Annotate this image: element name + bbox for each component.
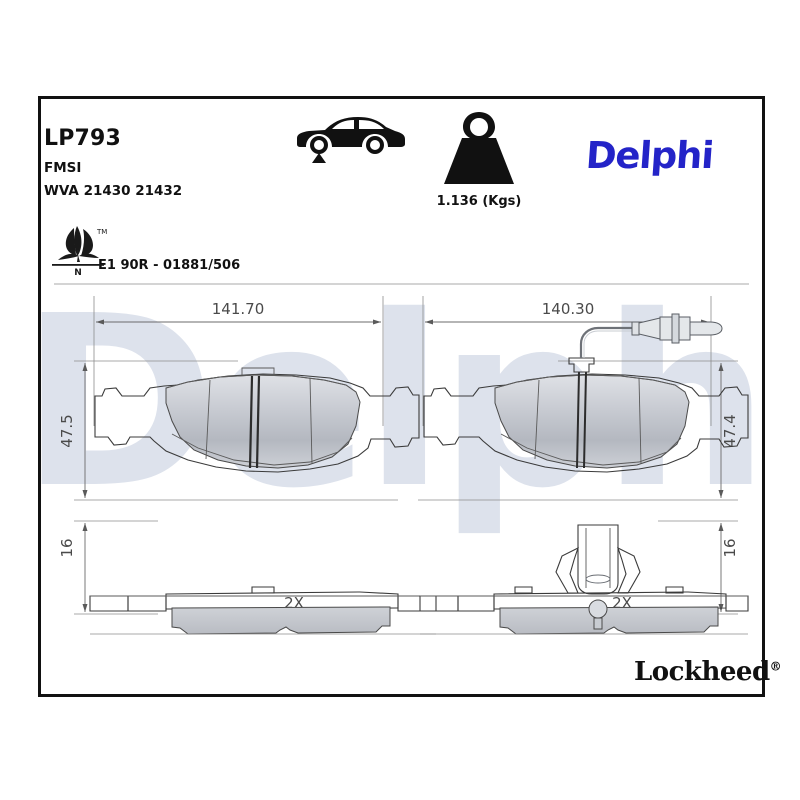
right-slot-line-2 bbox=[638, 377, 642, 465]
left-section-ear-right bbox=[397, 595, 437, 612]
homologation-code: E1 90R - 01881/506 bbox=[98, 258, 241, 273]
right-section-plate-main bbox=[493, 591, 727, 610]
left-pad-section-view bbox=[89, 586, 437, 635]
clip-dimple bbox=[585, 574, 611, 584]
eco-leaf-icon: N TM bbox=[50, 224, 108, 280]
left-top-notch bbox=[241, 367, 275, 375]
right-pad-view: 140.30 47.4 bbox=[418, 296, 749, 614]
left-section-plate-main bbox=[165, 591, 399, 610]
right-length-value: 140.30 bbox=[542, 300, 595, 318]
eco-trademark-mark: TM bbox=[96, 228, 107, 236]
left-center-slot-b bbox=[255, 375, 261, 469]
sensor-connector-ring bbox=[671, 313, 680, 344]
anti-rattle-spring-clip bbox=[555, 524, 641, 595]
lockheed-logo: Lockheed® bbox=[634, 657, 782, 687]
left-pad-bottom-chamfer bbox=[171, 433, 353, 466]
left-pad-view: 141.70 47.5 2X bbox=[58, 296, 420, 614]
left-thickness-value: 16 bbox=[58, 538, 76, 557]
right-thickness-dimension: 16 bbox=[658, 520, 739, 615]
left-thickness-dimension: 16 bbox=[58, 520, 158, 615]
right-sensor-channel-a bbox=[576, 371, 580, 469]
right-section-sensor-stem bbox=[593, 617, 603, 630]
lockheed-wordmark: Lockheed bbox=[634, 657, 770, 687]
weight-kettlebell-icon bbox=[438, 110, 520, 194]
left-slot-line-1 bbox=[205, 379, 211, 460]
right-pad-bottom-chamfer bbox=[500, 433, 682, 466]
right-section-ear-left bbox=[457, 595, 495, 612]
sensor-connector-tip bbox=[689, 321, 723, 336]
fmsi-label: FMSI bbox=[44, 160, 82, 176]
sensor-connector-taper bbox=[638, 317, 661, 340]
right-height-value: 47.4 bbox=[721, 414, 739, 447]
technical-drawing: 141.70 47.5 2X bbox=[54, 283, 749, 635]
left-length-value: 141.70 bbox=[212, 300, 265, 318]
left-section-friction-material bbox=[171, 606, 391, 635]
right-pad-section-view bbox=[419, 524, 749, 635]
part-number: LP793 bbox=[44, 126, 122, 151]
right-section-friction-material bbox=[499, 606, 719, 635]
left-pad-backing-plate bbox=[94, 373, 420, 473]
registered-mark: ® bbox=[769, 659, 782, 674]
right-section-ear-right bbox=[725, 595, 749, 612]
right-pad-backing-plate bbox=[423, 373, 749, 473]
left-section-backing-plate bbox=[89, 595, 129, 612]
wear-sensor-cable bbox=[579, 326, 632, 358]
right-friction-material bbox=[494, 374, 690, 469]
left-slot-line-2 bbox=[309, 377, 313, 465]
car-side-front-axle-icon bbox=[292, 112, 408, 168]
weight-value: 1.136 (Kgs) bbox=[436, 194, 522, 209]
right-slot-line-1 bbox=[534, 379, 540, 460]
right-section-tab-right bbox=[665, 586, 684, 594]
drawing-frame-border bbox=[38, 96, 765, 697]
left-section-ear-left bbox=[127, 595, 167, 612]
left-pad-top-chamfer bbox=[165, 374, 357, 393]
delphi-logo: Delphi bbox=[584, 134, 715, 177]
wear-sensor-cable-highlight bbox=[583, 330, 632, 358]
right-sensor-channel-b bbox=[583, 371, 587, 469]
left-height-value: 47.5 bbox=[58, 414, 76, 447]
clip-arm-right bbox=[617, 546, 641, 594]
clip-body bbox=[577, 524, 619, 595]
left-section-top-tab bbox=[251, 586, 275, 594]
eco-letter-n: N bbox=[74, 268, 82, 276]
sensor-cable-crimp bbox=[631, 321, 640, 336]
right-thickness-value: 16 bbox=[721, 538, 739, 557]
right-section-backing-far-left bbox=[419, 595, 459, 612]
left-friction-material bbox=[165, 374, 361, 469]
right-pad-top-chamfer bbox=[494, 374, 686, 393]
right-section-sensor-grommet bbox=[588, 599, 608, 619]
clip-arm-left bbox=[555, 546, 579, 594]
right-section-tab-left bbox=[514, 586, 533, 594]
right-sensor-grommet bbox=[568, 357, 595, 373]
left-center-slot-a bbox=[248, 375, 254, 469]
wva-label: WVA 21430 21432 bbox=[44, 183, 183, 199]
